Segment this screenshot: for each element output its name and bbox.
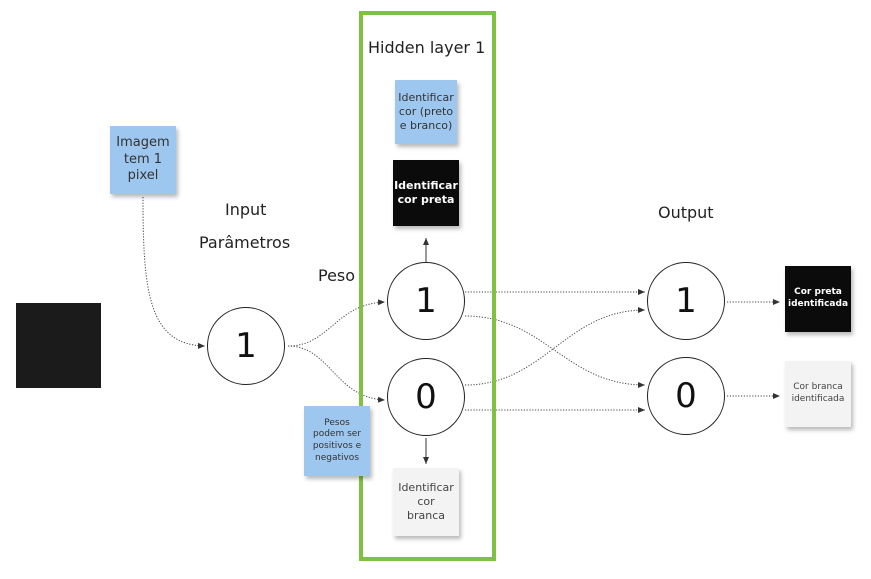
edge-hidden-bottom-to-out-top bbox=[464, 307, 646, 386]
note-identificar-cor: Identificar cor (preto e branco) bbox=[395, 80, 457, 144]
black-pixel-image bbox=[16, 303, 101, 388]
note-cor-preta-identificada: Cor preta identificada bbox=[785, 266, 851, 332]
input-node: 1 bbox=[207, 307, 285, 385]
note-imagem-pixel: Imagem tem 1 pixel bbox=[110, 126, 176, 194]
output-node-top: 1 bbox=[647, 262, 725, 340]
output-label: Output bbox=[658, 203, 714, 222]
input-label: Input bbox=[225, 200, 267, 219]
note-cor-branca-identificada: Cor branca identificada bbox=[785, 361, 851, 427]
note-identificar-preta: Identificar cor preta bbox=[393, 160, 459, 226]
hidden-layer-label: Hidden layer 1 bbox=[368, 38, 486, 57]
edge-hidden-top-to-out-bottom bbox=[464, 315, 646, 388]
peso-label: Peso bbox=[318, 266, 356, 285]
note-pesos: Pesos podem ser positivos e negativos bbox=[304, 406, 370, 476]
hidden-node-top: 1 bbox=[387, 262, 465, 340]
hidden-layer-frame bbox=[359, 11, 496, 561]
edge-input-to-hidden-bottom bbox=[287, 345, 386, 403]
parametros-label: Parâmetros bbox=[199, 233, 291, 252]
hidden-node-bottom: 0 bbox=[387, 358, 465, 436]
edge-input-to-hidden-top bbox=[287, 299, 386, 347]
edge-image-to-input bbox=[142, 196, 206, 349]
note-identificar-branca: Identificar cor branca bbox=[393, 468, 459, 536]
output-node-bottom: 0 bbox=[647, 357, 725, 435]
